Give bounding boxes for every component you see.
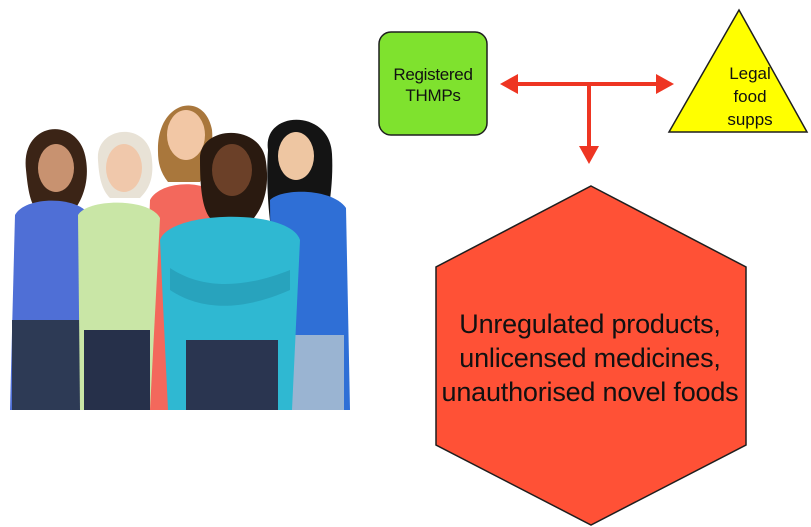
woman-front-center <box>160 132 300 410</box>
thmp-label: Registered THMPs <box>378 64 488 106</box>
unregulated-label-line3: unauthorised novel foods <box>441 377 739 407</box>
supps-label-line1: Legal <box>729 64 771 83</box>
woman-older <box>78 131 160 410</box>
supps-label-line3: supps <box>727 110 773 129</box>
arrowhead-down <box>579 146 599 164</box>
supps-triangle <box>667 8 809 133</box>
supps-label: Legal food supps <box>700 62 800 131</box>
thmp-label-line2: THMPs <box>405 86 461 105</box>
thmp-label-line1: Registered <box>393 65 473 84</box>
unregulated-label-line2: unlicensed medicines, <box>459 343 721 373</box>
group-photo <box>10 105 350 410</box>
thmp-box <box>378 31 488 136</box>
arrowhead-right <box>656 74 674 94</box>
unregulated-hexagon <box>435 185 747 526</box>
unregulated-label-line1: Unregulated products, <box>459 309 721 339</box>
unregulated-label: Unregulated products, unlicensed medicin… <box>405 307 775 409</box>
woman-left <box>10 129 92 410</box>
arrowhead-left <box>500 74 518 94</box>
supps-label-line2: food <box>733 87 767 106</box>
